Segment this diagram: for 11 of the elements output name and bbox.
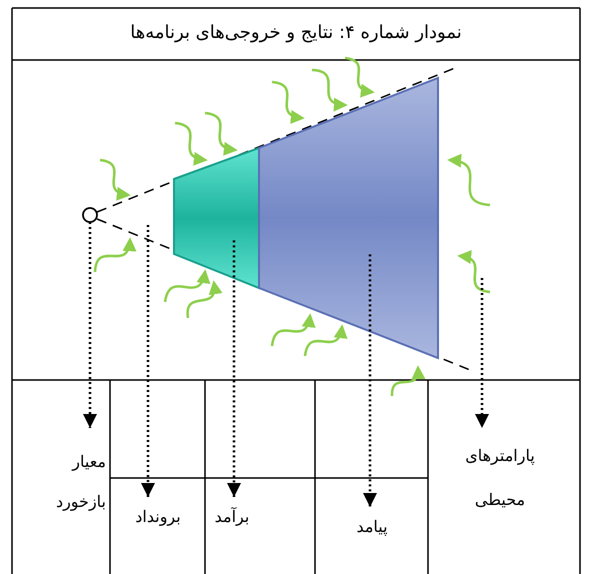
trapezoid-shape <box>173 146 260 290</box>
dotted-arrow <box>227 240 241 497</box>
dotted-arrow <box>363 254 377 507</box>
dotted-arrow <box>83 222 97 428</box>
cell-label: معیار بازخورد <box>22 428 106 522</box>
cell-label: پیامد <box>327 507 417 547</box>
origin-circle <box>82 207 98 223</box>
title: نمودار شماره ۴: نتایج و خروجی‌های برنامه‌ها <box>129 21 463 45</box>
dotted-arrow <box>475 278 489 428</box>
dotted-arrow <box>141 225 155 497</box>
cell-label: پارامترهای محیطی <box>450 428 550 522</box>
